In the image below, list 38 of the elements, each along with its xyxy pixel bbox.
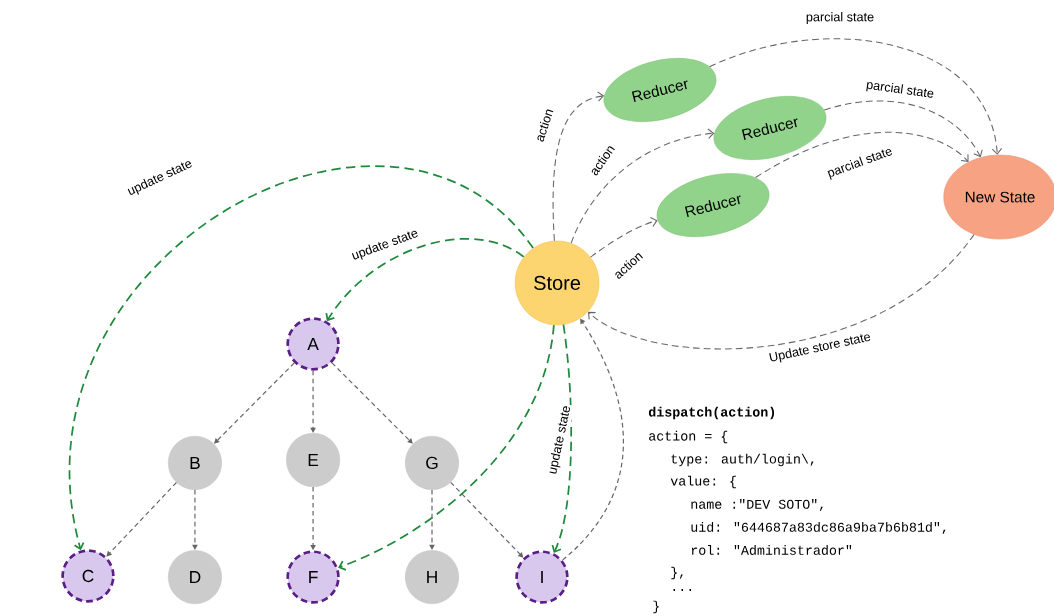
tree-node: E <box>286 433 340 487</box>
edge-label: parcial state <box>804 10 876 26</box>
arrow <box>590 216 658 258</box>
code-line: uid: "644687a83dc86a9ba7b6b81d", <box>691 522 946 534</box>
tree-node: H <box>405 550 459 604</box>
code-line: action = { <box>649 430 728 444</box>
tree-node: G <box>405 436 459 490</box>
tree-node: D <box>168 550 222 604</box>
code-line: rol: "Administrador" <box>691 545 852 555</box>
tree-node: B <box>168 436 222 490</box>
code-line: type: auth/login\, <box>671 453 814 467</box>
arrow <box>709 38 1003 155</box>
arrow <box>450 481 524 558</box>
code-line: dispatch(action) <box>648 406 775 420</box>
edge-label: update state <box>124 156 196 200</box>
arrow <box>68 165 534 551</box>
arrow <box>552 91 605 242</box>
arrow <box>587 234 975 350</box>
arrow <box>106 481 178 557</box>
code-line: }, <box>671 566 683 580</box>
arrow <box>551 323 573 554</box>
arrow <box>823 100 983 158</box>
arrow <box>331 362 413 444</box>
edge-label: Update store state <box>766 329 874 367</box>
edge-label: update state <box>348 225 422 265</box>
code-line: } <box>653 600 659 614</box>
arrow <box>338 324 555 571</box>
edge-label: action <box>532 105 556 145</box>
code-line: value: { <box>670 475 736 489</box>
arrow <box>755 131 969 179</box>
code-line: name :"DEV SOTO", <box>691 499 823 512</box>
arrow <box>325 238 525 322</box>
arrow <box>570 128 715 244</box>
arrow <box>562 318 624 561</box>
code-line: ... <box>673 589 692 591</box>
edge-label: update state <box>545 403 575 477</box>
edge-label: parcial state <box>863 77 937 103</box>
arrow <box>310 370 316 433</box>
